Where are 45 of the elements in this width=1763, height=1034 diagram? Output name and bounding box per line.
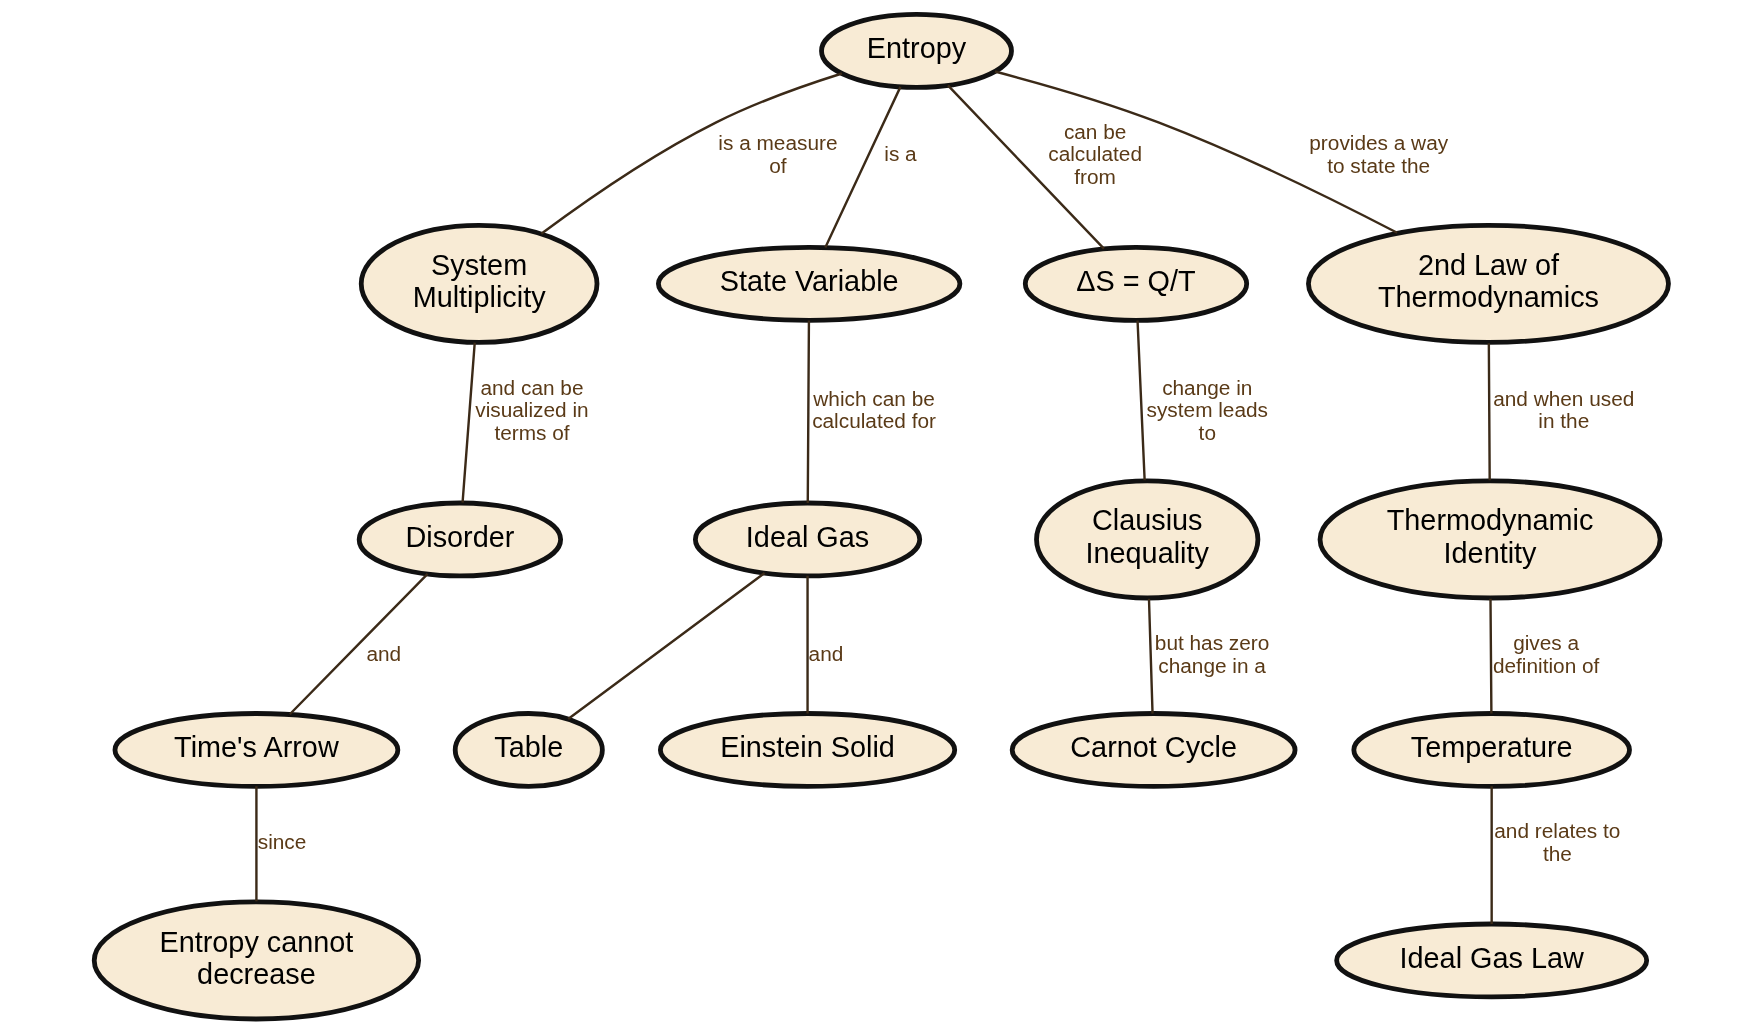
connector — [806, 320, 811, 504]
edge-label: and — [808, 642, 844, 666]
node-ellipse: Ideal Gas Law — [1334, 921, 1650, 1000]
node-ellipse: State Variable — [656, 244, 963, 323]
edge-label: and can be visualized in terms of — [475, 375, 589, 444]
edge-label: and — [366, 642, 402, 666]
connector — [255, 786, 258, 902]
connector — [1490, 786, 1493, 925]
node-ellipse: ΔS = Q/T — [1022, 244, 1250, 323]
node-ellipse: 2nd Law of Thermodynamics — [1306, 222, 1671, 345]
node-ellipse: Thermodynamic Identity — [1317, 478, 1663, 601]
connector — [806, 575, 809, 714]
edge-label: but has zero change in a — [1154, 631, 1270, 677]
edge-label: provides a way to state the — [1309, 131, 1449, 177]
edge-label: which can be calculated for — [812, 386, 936, 433]
node-ellipse: Carnot Cycle — [1009, 711, 1298, 789]
edge-label: change in system leads to — [1146, 375, 1269, 444]
edge-label: and when used in the — [1493, 386, 1635, 433]
node-ellipse: Einstein Solid — [658, 711, 958, 789]
edge-label: gives a definition of — [1492, 631, 1600, 677]
connector — [1487, 343, 1491, 481]
node-ellipse: Ideal Gas — [693, 500, 923, 579]
node-ellipse: Entropy cannot decrease — [91, 899, 421, 1022]
edge-label: is a — [884, 142, 917, 166]
node-ellipse: Clausius Inequality — [1034, 478, 1261, 601]
connector — [1136, 320, 1146, 481]
connector — [824, 86, 902, 249]
edge-label: is a measure of — [718, 131, 838, 177]
connector — [947, 84, 1105, 250]
node-ellipse: System Multiplicity — [358, 222, 600, 345]
node-ellipse: Table — [452, 711, 605, 789]
connector — [289, 573, 429, 716]
connector — [461, 342, 476, 503]
node-ellipse: Entropy — [819, 12, 1014, 90]
connector — [1147, 598, 1154, 714]
node-ellipse: Temperature — [1351, 711, 1632, 789]
connector — [1489, 598, 1493, 714]
node-ellipse: Disorder — [356, 500, 564, 579]
edge-label: and relates to the — [1494, 819, 1621, 865]
edge-label: can be calculated from — [1048, 120, 1142, 188]
connector — [567, 572, 766, 720]
node-ellipse: Time's Arrow — [112, 711, 401, 789]
edge-label: since — [257, 830, 307, 854]
connector — [540, 72, 843, 235]
connector — [994, 70, 1398, 234]
